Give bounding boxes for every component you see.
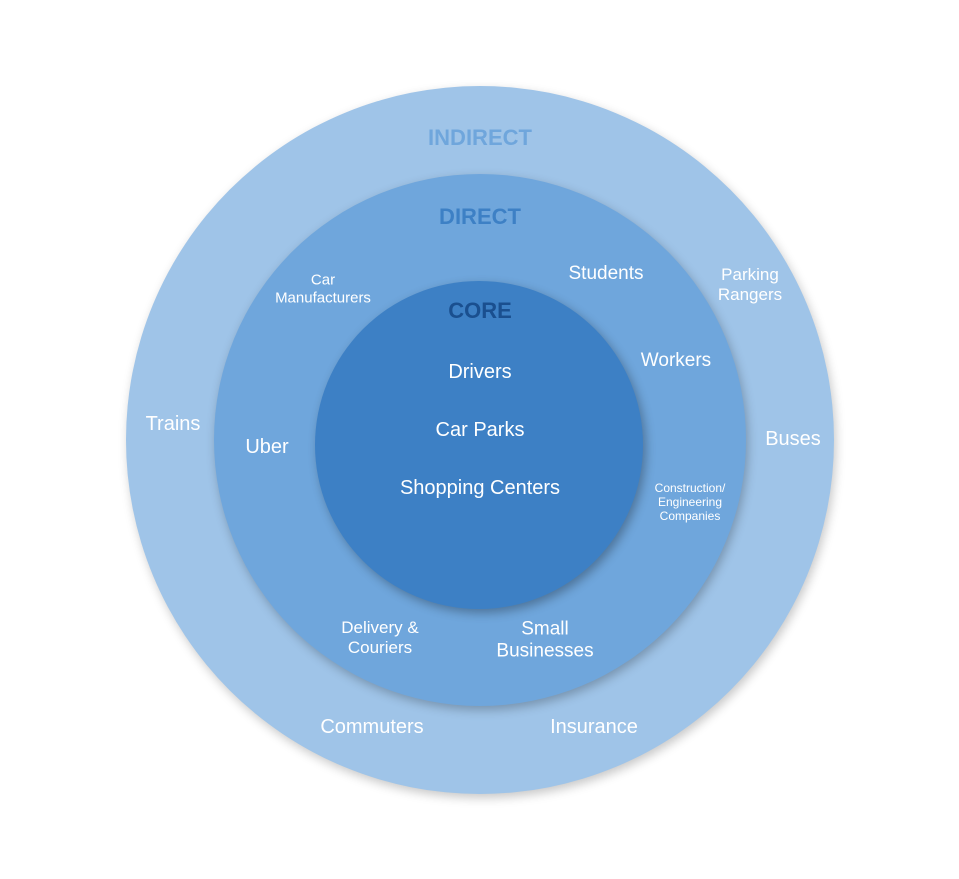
label-shopping-centers: Shopping Centers <box>399 477 561 500</box>
direct-title: DIRECT <box>439 204 521 229</box>
label-insurance: Insurance <box>550 716 638 739</box>
label-parking-rangers-line2: Rangers <box>717 285 783 304</box>
label-uber: Uber <box>245 436 289 459</box>
label-construction-line1: Construction/ <box>654 480 726 495</box>
core-ring <box>315 281 643 609</box>
label-small-businesses-line1: Small <box>521 618 569 640</box>
label-delivery-line1: Delivery & <box>341 617 419 637</box>
label-car-parks: Car Parks <box>435 419 525 442</box>
label-workers: Workers <box>640 349 712 371</box>
label-parking-rangers: Parking Rangers <box>718 265 782 305</box>
indirect-title: INDIRECT <box>428 125 532 150</box>
label-delivery-couriers: Delivery & Couriers <box>341 618 418 658</box>
label-drivers: Drivers <box>448 361 512 384</box>
label-small-businesses-line2: Businesses <box>496 641 594 662</box>
core-title: CORE <box>448 298 512 323</box>
label-trains: Trains <box>145 413 201 436</box>
label-small-businesses: Small Businesses <box>496 619 593 664</box>
label-buses: Buses <box>765 428 821 451</box>
label-car-manufacturers: Car Manufacturers <box>275 271 371 306</box>
label-parking-rangers-line1: Parking <box>721 264 779 284</box>
label-students: Students <box>568 262 644 284</box>
label-car-manufacturers-line2: Manufacturers <box>275 289 371 306</box>
label-construction-line2: Engineering <box>657 494 723 509</box>
label-construction-line3: Companies <box>659 509 721 524</box>
label-construction-engineering: Construction/ Engineering Companies <box>655 481 726 523</box>
label-commuters: Commuters <box>320 716 424 739</box>
label-car-manufacturers-line1: Car <box>310 271 336 289</box>
label-delivery-line2: Couriers <box>347 638 413 657</box>
